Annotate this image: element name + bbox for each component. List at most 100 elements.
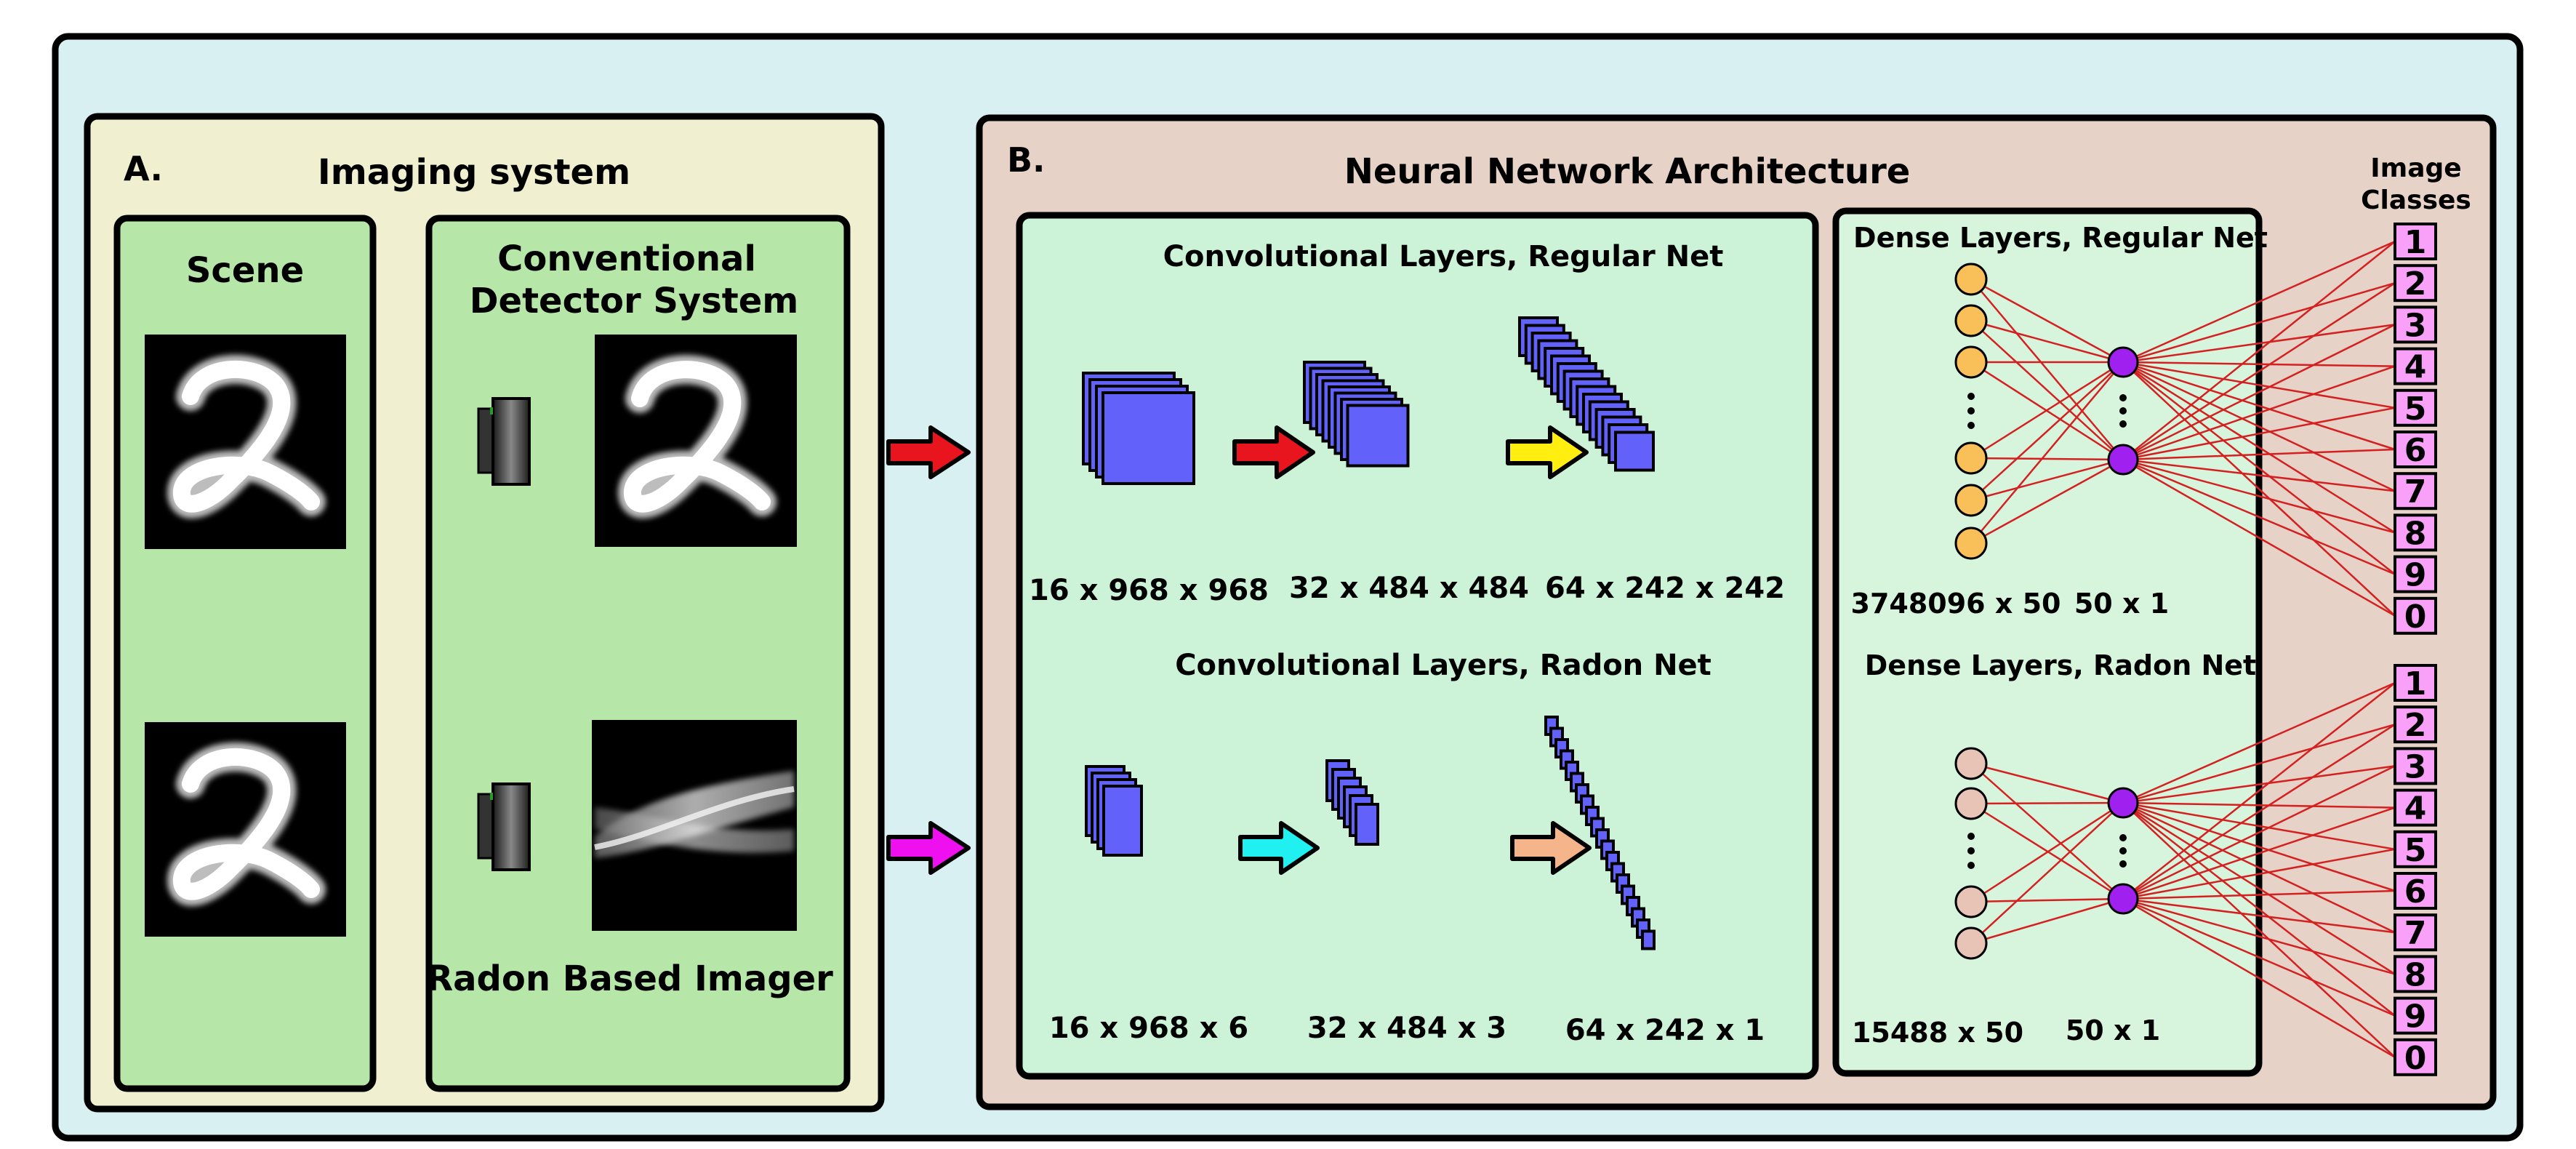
feature-map <box>1102 391 1195 485</box>
connection-line <box>2122 281 2396 364</box>
input-neuron <box>1954 527 1988 560</box>
conv-regular-title: Convolutional Layers, Regular Net <box>1163 240 1724 273</box>
connection-line <box>2122 765 2396 804</box>
dense-neurons <box>1954 263 2139 960</box>
regular-class-box <box>2394 388 2437 427</box>
connection-line <box>1970 361 2124 544</box>
dense-links <box>1970 240 2396 1058</box>
connection-line <box>2122 324 2396 461</box>
radon-class-box <box>2394 705 2437 744</box>
connection-line <box>1970 801 2124 805</box>
radon-class-box <box>2394 996 2437 1035</box>
regular-class-box <box>2394 555 2437 593</box>
conv-regular-dim-3: 64 x 242 x 242 <box>1545 572 1785 605</box>
regular-class-label: 8 <box>2404 515 2427 552</box>
regular-class-box <box>2394 305 2437 344</box>
conv-regular-dim-1: 16 x 968 x 968 <box>1029 574 1269 607</box>
conv-regular-dim-2: 32 x 484 x 484 <box>1289 572 1529 605</box>
connection-line <box>1970 279 2124 460</box>
connection-line <box>2122 361 2396 492</box>
conv-arrow-regular-2 <box>1506 425 1589 479</box>
conv-radon-stack-2 <box>1325 759 1379 846</box>
conv-layers-box <box>1016 212 1819 1080</box>
connection-line <box>2122 897 2396 1058</box>
arrow-radon-path <box>886 821 971 875</box>
conv-radon-stack-1 <box>1085 765 1143 857</box>
input-neuron <box>1954 885 1988 918</box>
regular-class-label: 0 <box>2404 598 2427 636</box>
radon-class-label: 7 <box>2404 915 2427 952</box>
conv-radon-dim-1: 16 x 968 x 6 <box>1049 1012 1248 1045</box>
dense-radon-dim-1: 15488 x 50 <box>1852 1017 2023 1049</box>
radon-class-label: 8 <box>2404 956 2427 993</box>
ellipsis-dot <box>1967 862 1975 869</box>
regular-class-label: 2 <box>2404 265 2427 303</box>
regular-class-box <box>2394 223 2437 260</box>
radon-class-box <box>2394 1038 2437 1076</box>
input-neuron <box>1954 484 1988 517</box>
connection-line <box>1970 457 2124 461</box>
connection-line <box>1970 762 2124 804</box>
connection-line <box>2122 458 2396 617</box>
dense-regular-title: Dense Layers, Regular Net <box>1853 222 2268 254</box>
ellipsis-dot <box>1967 847 1975 854</box>
detector-title-line1: Conventional <box>497 239 756 279</box>
connection-line <box>2122 361 2396 367</box>
input-neuron <box>1954 263 1988 296</box>
input-neuron <box>1954 345 1988 379</box>
dense-regular-dim-1: 3748096 x 50 <box>1851 588 2061 620</box>
conv-radon-dim-3: 64 x 242 x 1 <box>1565 1014 1765 1047</box>
connection-line <box>2122 240 2396 364</box>
connection-line <box>2122 801 2396 934</box>
feature-map <box>1641 929 1656 950</box>
radon-class-label: 6 <box>2404 873 2427 910</box>
hidden-neuron <box>2107 787 2139 819</box>
feature-map <box>1614 431 1655 472</box>
radon-class-box <box>2394 872 2437 910</box>
connection-line <box>2122 361 2396 617</box>
radon-class-box <box>2394 955 2437 993</box>
connection-line <box>2122 361 2396 451</box>
ellipsis-dot <box>2119 847 2127 854</box>
panel-b-title: Neural Network Architecture <box>1344 151 1911 192</box>
connection-line <box>1970 278 2124 364</box>
connection-line <box>2122 682 2396 900</box>
ellipsis-dot <box>1967 422 1975 429</box>
regular-class-box <box>2394 264 2437 303</box>
connection-line <box>2122 724 2396 900</box>
conv-arrow-regular-1 <box>1232 425 1315 479</box>
sinogram-image <box>592 720 797 931</box>
connection-line <box>2122 897 2396 975</box>
connection-line <box>1970 361 2124 501</box>
conv-regular-stack-2 <box>1303 361 1410 468</box>
connection-line <box>2122 361 2396 575</box>
regular-class-label: 6 <box>2404 432 2427 469</box>
input-neuron <box>1954 747 1988 780</box>
conv-regular-stack-1 <box>1082 372 1195 485</box>
hidden-neuron <box>2107 883 2139 915</box>
connection-line <box>2122 365 2396 461</box>
hidden-neuron <box>2107 444 2139 476</box>
conv-radon-stack-3 <box>1544 716 1656 950</box>
radon-class-label: 4 <box>2404 790 2427 828</box>
radon-class-label: 3 <box>2404 748 2427 785</box>
dense-regular-dim-2: 50 x 1 <box>2074 588 2169 620</box>
regular-class-label: 3 <box>2404 307 2427 344</box>
scene-digit-top <box>145 335 346 549</box>
regular-class-box <box>2394 347 2437 385</box>
connection-line <box>2122 801 2396 975</box>
radon-class-box <box>2394 788 2437 827</box>
input-neuron <box>1954 441 1988 475</box>
connection-line <box>1970 458 2124 502</box>
connection-line <box>2122 889 2396 900</box>
connection-line <box>2122 458 2396 575</box>
connection-line <box>2122 801 2396 851</box>
input-neuron <box>1954 304 1988 337</box>
radon-class-label: 1 <box>2404 665 2427 702</box>
connection-line <box>2122 801 2396 809</box>
radon-class-box <box>2394 747 2437 785</box>
regular-class-box <box>2394 472 2437 511</box>
connection-line <box>2122 361 2396 409</box>
connection-line <box>2122 681 2396 804</box>
